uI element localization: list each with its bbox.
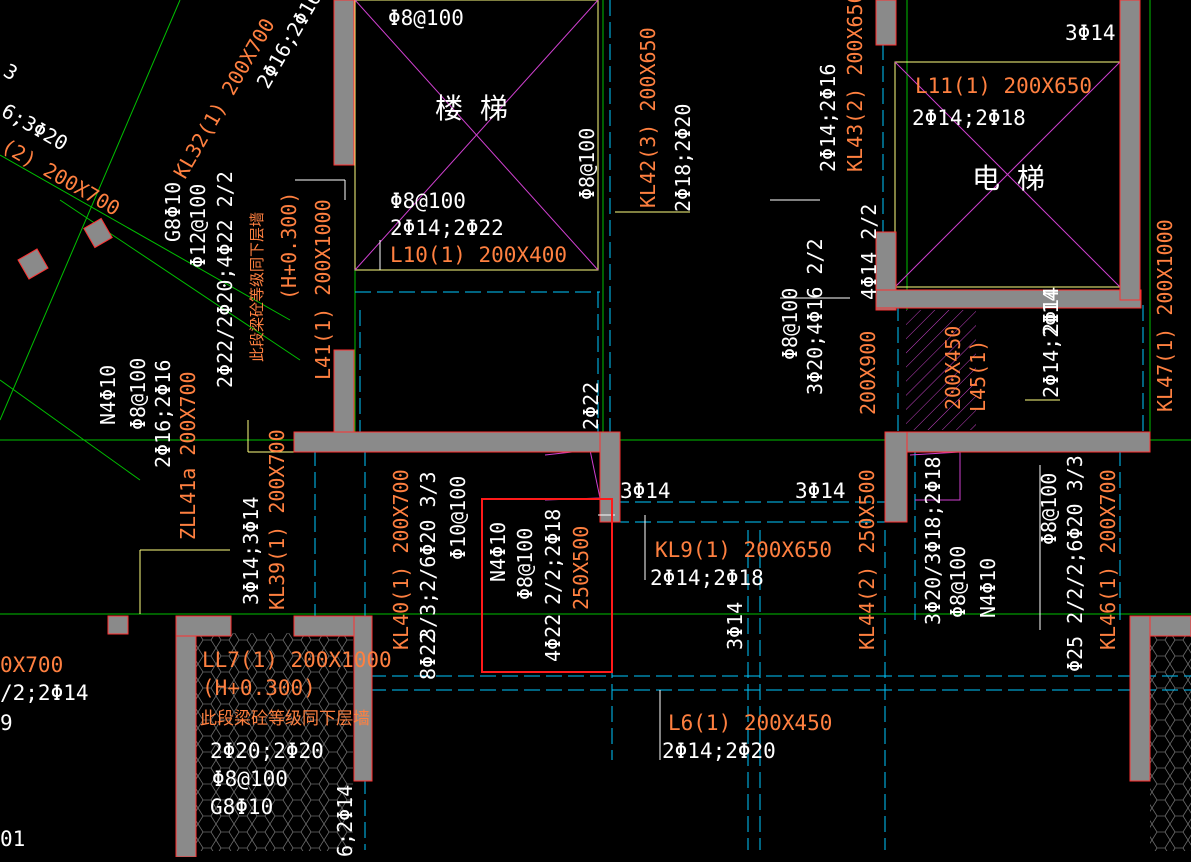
rebar-label: N4Φ10 xyxy=(96,365,120,425)
beam-label: KL46(1) 200X700 xyxy=(1096,469,1120,650)
rebar-label: Φ8@100 xyxy=(388,6,464,30)
beam-label: 0X700 xyxy=(0,653,63,677)
rebar-label: Φ8@100 xyxy=(1037,473,1061,545)
beam-label: 200X900 xyxy=(856,331,880,415)
rebar-label: Φ10@100 xyxy=(446,476,470,560)
beam-label: KL42(3) 200X650 xyxy=(636,27,660,208)
rebar-label: 2Φ16;2Φ16 xyxy=(151,360,175,468)
rebar-label: 4Φ14 2/2 xyxy=(857,204,881,300)
rebar-label: N4Φ10 xyxy=(976,558,1000,618)
rebar-label: 2Φ14;2Φ14 xyxy=(1039,290,1063,398)
beam-label: L41(1) 200X1000 xyxy=(311,199,335,380)
rebar-label: Φ8@100 xyxy=(126,358,150,430)
rebar-label: Φ8@100 xyxy=(513,528,537,600)
rebar-label: Φ8@100 xyxy=(946,546,970,618)
rebar-label: Φ25 2/2/2;6Φ20 3/3 xyxy=(1063,455,1087,672)
vertical-labels: KL42(3) 200X650 2Φ18;2Φ20 Φ8@100 2Φ14;2Φ… xyxy=(96,0,1177,857)
rebar-label: 2Φ14;2Φ18 xyxy=(912,106,1026,130)
rebar-label: 2Φ22/2Φ20;4Φ22 2/2 xyxy=(213,171,237,388)
rebar-label: Φ8@100 xyxy=(212,767,288,791)
rebar-label: 2Φ14;2Φ22 xyxy=(390,216,504,240)
diagonal-labels: 2Φ16;2Φ16 KL32(1) 200X700 xyxy=(169,0,327,183)
rebar-label: Φ8@100 xyxy=(575,128,599,200)
beam-label: KL39(1) 200X700 xyxy=(265,429,289,610)
rebar-label: /2;2Φ14 xyxy=(0,681,89,705)
beam-dashed-lines xyxy=(314,0,1191,850)
rebar-label: 01 xyxy=(0,827,25,851)
hex-hatch-left xyxy=(195,633,353,851)
rebar-label: 2Φ22 xyxy=(579,382,603,430)
rebar-label: 6;2Φ14 xyxy=(333,785,357,857)
beam-label: KL32(1) 200X700 xyxy=(169,14,280,182)
leader-lines xyxy=(295,179,1041,760)
beam-label: KL43(2) 200X650 xyxy=(843,0,867,172)
rebar-label: N4Φ10 xyxy=(486,522,510,582)
rebar-label: 2Φ14;2Φ18 xyxy=(650,566,764,590)
beam-label: 250X500 xyxy=(569,526,593,610)
rebar-label: Φ8@100 xyxy=(390,189,466,213)
rebar-label: 3Φ20;4Φ16 2/2 xyxy=(803,238,827,395)
rebar-label: 3Φ14 xyxy=(1065,21,1116,45)
shear-walls xyxy=(17,0,1191,858)
room-elevator-label: 电 梯 xyxy=(972,162,1045,195)
rebar-label: 3Φ14 xyxy=(795,479,846,503)
rebar-label: Φ12@100 xyxy=(186,184,210,268)
rebar-label: 2/2;2Φ18 xyxy=(541,509,565,605)
rebar-label: 3Φ14 xyxy=(620,479,671,503)
beam-note: 此段梁砼等级同下层墙 xyxy=(200,709,370,729)
diagonal-labels-left: 6;3Φ20 (2) 200X700 3 xyxy=(0,59,124,221)
beam-label: L45(1) xyxy=(966,340,990,412)
diagonal-hatch xyxy=(906,310,976,430)
beam-label: KL47(1) 200X1000 xyxy=(1153,219,1177,412)
rebar-label: 2Φ14 xyxy=(1039,287,1063,335)
beam-label: L6(1) 200X450 xyxy=(668,711,832,735)
rebar-label: 3Φ14 xyxy=(723,602,747,650)
rebar-label: 3 xyxy=(0,59,22,86)
rebar-label: 3Φ20/3Φ18;2Φ18 xyxy=(921,456,945,625)
rebar-label: 2Φ18;2Φ20 xyxy=(671,104,695,212)
beam-label: (H+0.300) xyxy=(202,676,316,700)
guide-lines xyxy=(139,0,1121,614)
beam-label: KL9(1) 200X650 xyxy=(655,538,832,562)
rebar-label: 2Φ14;2Φ20 xyxy=(662,739,776,763)
beam-label: (H+0.300) xyxy=(277,192,301,300)
beam-label: KL44(2) 250X500 xyxy=(855,469,879,650)
rebar-label: Φ8@100 xyxy=(778,288,802,360)
rebar-label: G8Φ10 xyxy=(210,795,273,819)
rebar-label: 2Φ20;2Φ20 xyxy=(210,739,324,763)
rebar-label: G8Φ10 xyxy=(161,182,185,242)
room-stair-label: 楼 梯 xyxy=(435,92,508,125)
rebar-label: 8Φ22 xyxy=(416,632,440,680)
rebar-label: 3Φ14;3Φ14 xyxy=(239,497,263,605)
shaft-diagonals xyxy=(354,0,1121,501)
beam-label: KL40(1) 200X700 xyxy=(389,469,413,650)
selection-box[interactable] xyxy=(481,498,613,673)
rebar-label: 4Φ22 xyxy=(541,614,565,662)
beam-label: ZLL41a 200X700 xyxy=(176,371,200,540)
beam-label: L10(1) 200X400 xyxy=(390,243,567,267)
beam-label: 200X450 xyxy=(941,326,965,410)
rebar-label: 2Φ14;2Φ16 xyxy=(816,64,840,172)
beam-note: 此段梁砼等级同下层墙 xyxy=(248,212,266,362)
beam-label: L11(1) 200X650 xyxy=(915,74,1092,98)
hex-hatch-right xyxy=(1150,633,1191,851)
rebar-label: 3/3;2/6Φ20 3/3 xyxy=(416,471,440,640)
beam-label: LL7(1) 200X1000 xyxy=(202,648,392,672)
horizontal-labels: Φ8@100 3Φ14 Φ8@100 2Φ14;2Φ22 L10(1) 200X… xyxy=(0,6,1116,851)
rebar-label: 9 xyxy=(0,711,13,735)
